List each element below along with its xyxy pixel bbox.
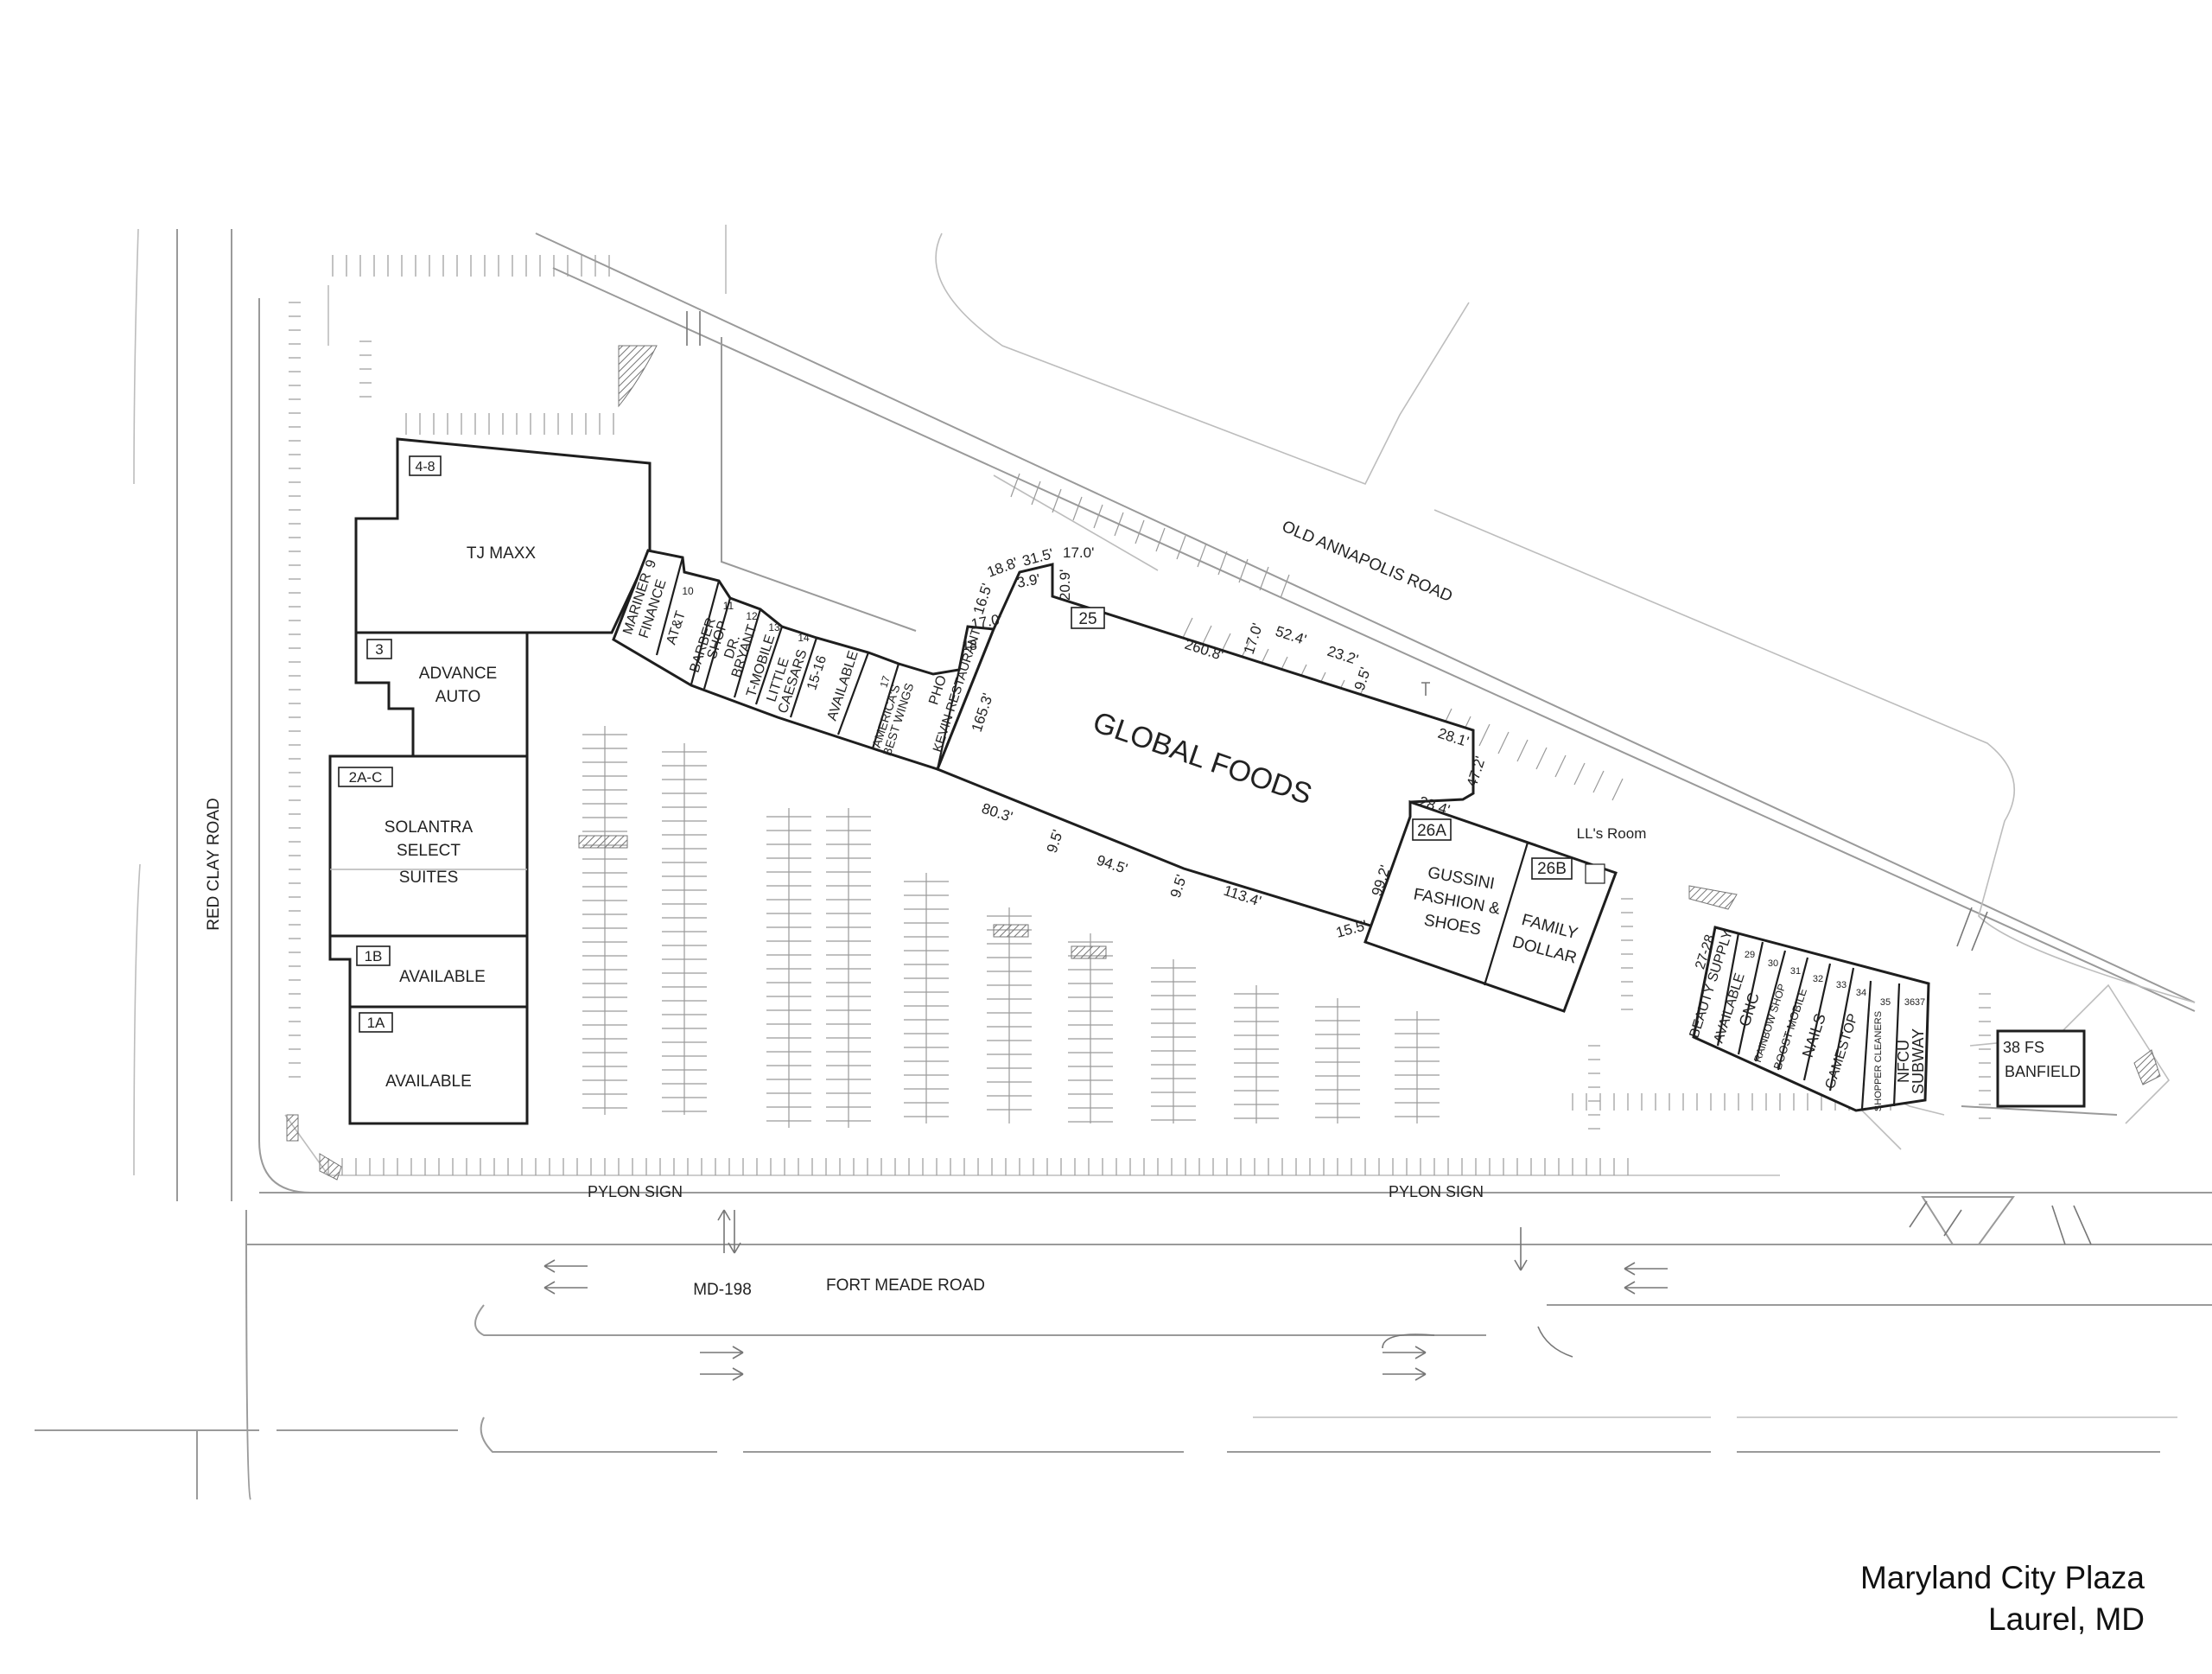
old-annapolis-road-label: OLD ANNAPOLIS ROAD [1279,518,1455,606]
unit-26b-number: 26B [1537,860,1567,878]
unit-29-number: 29 [1745,950,1755,960]
solantra-label-3: SUITES [399,869,459,887]
pavement-markings [286,311,2161,1381]
nfcu-label: NFCU [1895,1040,1912,1083]
dim-18: 94.5' [1095,852,1129,877]
unit-32-number: 32 [1813,974,1823,984]
unit-11-number: 11 [723,600,734,612]
unit-37-number: 37 [1915,997,1925,1008]
unit-1b-number: 1B [365,948,383,964]
unit-2a-c-number: 2A-C [349,769,383,786]
md-198-label: MD-198 [693,1281,752,1299]
advance-auto-label-1: ADVANCE [419,665,497,683]
parking-areas [289,255,1991,1175]
banfield-building [1996,1029,2086,1108]
unit-34-number: 34 [1856,988,1866,998]
ll-room-label: LL's Room [1577,825,1647,842]
unit-26a-number: 26A [1417,822,1446,840]
dim-1: 18.8' [985,554,1020,580]
dim-22: 15.5' [1334,917,1369,941]
dim-5: 20.9' [1057,570,1073,601]
available-1a-label: AVAILABLE [385,1073,472,1091]
tjmaxx-label: TJ MAXX [467,544,537,563]
available-1b-label: AVAILABLE [399,968,486,986]
dim-3: 17.0' [1063,544,1094,561]
unit-10-number: 10 [682,585,694,597]
dim-11: 9.5' [1351,665,1374,692]
gussini-family-dollar-building [1363,799,1618,1013]
unit-13-number: 13 [768,621,780,633]
advance-auto-building [354,631,529,758]
unit-tags [338,455,1605,1033]
unit-25-number: 25 [1078,610,1096,628]
unit-35-number: 35 [1880,997,1891,1008]
unit-14-number: 14 [798,632,810,644]
dim-0: 16.5' [970,582,995,616]
tjmaxx-building [354,437,652,634]
plaza-location: Laurel, MD [1988,1601,2145,1637]
unit-38-fs-number: 38 FS [2003,1039,2044,1056]
fort-meade-road-label: FORT MEADE ROAD [826,1276,985,1295]
unit-18-number: 18 [962,639,977,653]
subway-label: SUBWAY [1910,1028,1927,1094]
dim-10: 23.2' [1325,643,1360,668]
red-clay-road-label: RED CLAY ROAD [205,798,223,930]
east-strip-building [1692,926,1930,1112]
dim-9: 52.4' [1274,623,1308,648]
buildings [328,437,2086,1125]
solantra-label-1: SOLANTRA [385,818,474,837]
pylon-sign-east: PYLON SIGN [1389,1183,1484,1200]
dim-19: 9.5' [1167,873,1190,900]
unit-1a-number: 1A [367,1015,385,1031]
dim-17: 9.5' [1044,828,1066,855]
unit-12-number: 12 [746,610,758,622]
unit-31-number: 31 [1790,966,1801,977]
dim-4: 3.9' [1015,571,1041,591]
shopper-cleaners-label: SHOPPER CLEANERS [1873,1011,1884,1111]
advance-auto-label-2: AUTO [435,688,480,706]
solantra-label-2: SELECT [397,842,461,860]
unit-17-number: 17 [877,674,893,689]
unit-3-number: 3 [375,641,383,658]
unit-30-number: 30 [1768,958,1778,969]
unit-36-number: 36 [1904,997,1915,1008]
unit-4-8-number: 4-8 [415,460,435,474]
global-foods-building [936,563,1475,940]
banfield-label: BANFIELD [2005,1063,2081,1080]
pylon-sign-west: PYLON SIGN [588,1183,683,1200]
plaza-title: Maryland City Plaza [1859,1560,2145,1595]
dim-8: 17.0' [1241,621,1266,656]
road-network [35,225,2212,1500]
unit-33-number: 33 [1836,980,1847,990]
inline-shops-building [612,549,996,771]
dim-16: 80.3' [980,800,1014,825]
